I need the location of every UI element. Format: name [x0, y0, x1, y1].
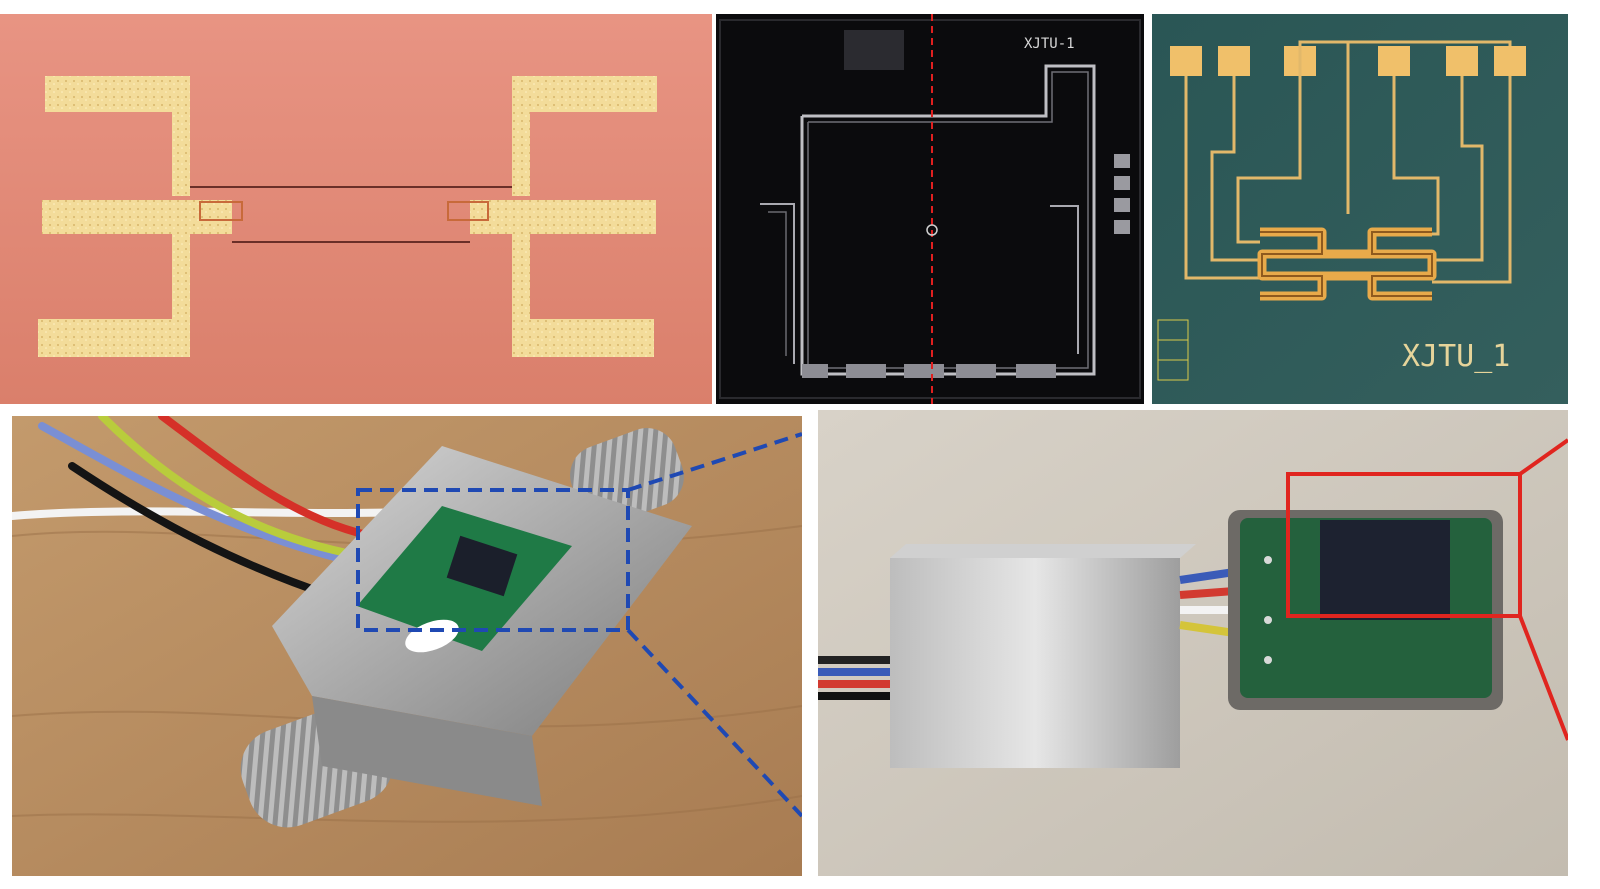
chip-mark-top: XJTU-1: [1024, 36, 1075, 52]
resonator-chip-photo: [0, 14, 712, 404]
dark-chip-illustration: XJTU-1: [716, 14, 1144, 404]
dark-chip-micrograph: XJTU-1: [716, 14, 1144, 404]
serpentine-chip-micrograph: XJTU_1: [1152, 14, 1568, 404]
serpentine-chip-illustration: XJTU_1: [1152, 14, 1568, 404]
chip-mark-bottom: XJTU_1: [1402, 339, 1510, 374]
right-electrode: [470, 76, 657, 357]
block-sensor-illustration: [818, 410, 1568, 876]
bolt-sensor-illustration: [12, 416, 802, 876]
resonator-chip-illustration: [0, 14, 712, 404]
packaged-sensor-bolt-photo: [12, 416, 802, 876]
packaged-sensor-block-photo: [818, 410, 1568, 876]
